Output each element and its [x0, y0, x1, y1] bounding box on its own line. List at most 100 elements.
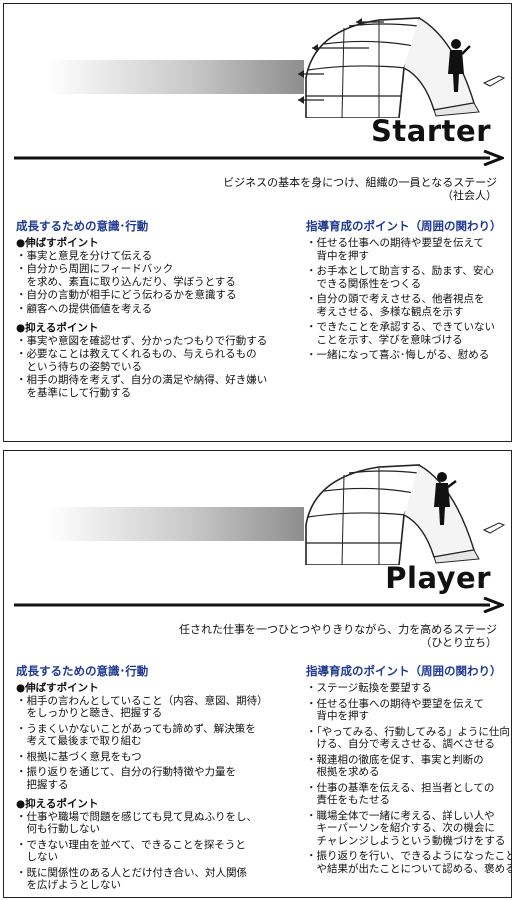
list-item: ・できたことを承認する、できていない ことを示す、学びを意味づける — [306, 321, 506, 346]
list-item-line: ・職場全体で一緒に考える、詳しい人や — [306, 809, 495, 822]
growth-actions-heading: 成長するための意識･行動 — [16, 219, 149, 233]
coaching-points-list: ・任せる仕事への期待や要望を伝えて 背中を押す ・お手本として助言する、励ます、… — [306, 237, 506, 362]
list-item-line: ・自分の頭で考えさせる、他者視点を — [306, 293, 485, 305]
list-item-line: 背中を押す — [306, 249, 369, 262]
stage-description-line: ビジネスの基本を身につけ、組織の一員となるステージ — [223, 176, 497, 189]
coaching-points-section: 指導育成のポイント（周囲の関わり） ・ステージ転換を要望する ・任せる仕事への期… — [306, 663, 512, 878]
list-item-line: 責任をもたせる — [306, 794, 390, 806]
list-item-line: ・うまくいかないことがあっても諦めず、解決策を — [16, 722, 256, 735]
list-item: ・「やってみる、行動してみる」ように仕向 ける、自分で考えさせる、調べさせる — [306, 725, 510, 751]
list-item-line: や結果が出たことについて認める、褒める — [306, 862, 512, 875]
list-item-line: ・事実と意見を分けて伝える — [16, 249, 153, 262]
list-item-line: という待ちの姿勢でいる — [16, 360, 142, 373]
list-item: ・根拠に基づく意見をもつ — [16, 751, 296, 764]
list-item-line: 把握する — [16, 778, 69, 791]
list-item: ・事実や意図を確認せず、分かったつもりで行動する — [16, 335, 296, 348]
coaching-points-list: ・ステージ転換を要望する ・任せる仕事への期待や要望を伝えて 背中を押す ・「や… — [306, 682, 512, 875]
list-item: ・事実と意見を分けて伝える — [16, 250, 296, 263]
list-item-line: ・仕事の基準を伝える、担当者としての — [306, 781, 495, 794]
list-item-line: 考えさせる、多様な観点を示す — [306, 305, 464, 318]
list-item: ・任せる仕事への期待や要望を伝えて 背中を押す — [306, 237, 506, 262]
list-item-line: ・ステージ転換を要望する — [306, 682, 432, 694]
stage-description: ビジネスの基本を身につけ、組織の一員となるステージ （社会人） — [223, 176, 497, 202]
list-item-line: ・自分から周囲にフィードバック — [16, 263, 174, 275]
list-item: ・一緒になって喜ぶ･悔しがる、慰める — [306, 349, 506, 362]
list-item-line: ・報連相の徹底を促す、事実と判断の — [306, 753, 484, 766]
list-item: ・ステージ転換を要望する — [306, 682, 506, 695]
list-item-line: ・事実や意図を確認せず、分かったつもりで行動する — [16, 334, 268, 347]
list-item: ・お手本として助言する、励ます、安心 できる関係性をつくる — [306, 265, 506, 290]
list-item-line: ・任せる仕事への期待や要望を伝えて — [306, 697, 484, 710]
list-item: ・うまくいかないことがあっても諦めず、解決策を 考えて最後まで取り組む — [16, 723, 296, 748]
progress-arrow — [14, 150, 504, 166]
list-item-line: ・必要なことは教えてくれるもの、与えられるもの — [16, 348, 257, 360]
stage-description: 任された仕事を一つひとつやりきりながら、力を高めるステージ （ひとり立ち） — [179, 623, 497, 649]
gradient-bar — [48, 507, 304, 541]
suppress-points-heading: ●抑えるポイント — [16, 322, 99, 334]
list-item: ・振り返りを通じて、自分の行動特徴や力量を 把握する — [16, 766, 296, 791]
list-item: ・振り返りを行い、できるようになったこと や結果が出たことについて認める、褒める — [306, 850, 512, 875]
list-item-line: しない — [16, 851, 58, 863]
suppress-points-list: ・事実や意図を確認せず、分かったつもりで行動する ・必要なことは教えてくれるもの… — [16, 335, 296, 400]
staircase-illustration — [298, 17, 506, 118]
growth-actions-heading: 成長するための意識･行動 — [16, 664, 149, 678]
list-item-line: 背中を押す — [306, 710, 369, 722]
list-item: ・職場全体で一緒に考える、詳しい人や キーパーソンを紹介する、次の機会に チャレ… — [306, 810, 506, 848]
list-item-line: キーパーソンを紹介する、次の機会に — [306, 822, 495, 834]
list-item-line: を広げようとしない — [16, 879, 121, 891]
list-item: ・顧客への提供価値を考える — [16, 303, 296, 316]
stage-title: Starter — [371, 114, 491, 148]
strengthen-points-heading: ●伸ばすポイント — [16, 682, 99, 694]
stage-title: Player — [385, 561, 491, 595]
list-item-line: ・お手本として助言する、励ます、安心 — [306, 265, 494, 277]
gradient-bar — [48, 60, 304, 94]
coaching-points-heading: 指導育成のポイント（周囲の関わり） — [306, 664, 502, 678]
list-item: ・任せる仕事への期待や要望を伝えて 背中を押す — [306, 698, 506, 723]
list-item-line: ・根拠に基づく意見をもつ — [16, 750, 142, 763]
list-item-line: 考えて最後まで取り組む — [16, 735, 142, 747]
list-item-line: ・振り返りを行い、できるようになったこと — [306, 850, 512, 862]
list-item-line: チャレンジしようという動機づけをする — [306, 834, 506, 847]
list-item-line: ・自分の言動が相手にどう伝わるかを意識する — [16, 289, 237, 301]
list-item: ・自分から周囲にフィードバック を求め、素直に取り込んだり、学ぼうとする — [16, 263, 296, 288]
list-item: ・仕事の基準を伝える、担当者としての 責任をもたせる — [306, 782, 506, 807]
suppress-points-list: ・仕事や職場で問題を感じても見て見ぬふりをし、 何も行動しない ・できない理由を… — [16, 811, 296, 892]
growth-actions-section: 成長するための意識･行動 ●伸ばすポイント ・相手の言わんとしていること（内容、… — [16, 663, 296, 895]
list-item-line: できる関係性をつくる — [306, 277, 422, 290]
list-item: ・自分の頭で考えさせる、他者視点を 考えさせる、多様な観点を示す — [306, 293, 506, 318]
stage-description-line: （社会人） — [442, 189, 497, 202]
coaching-points-heading: 指導育成のポイント（周囲の関わり） — [306, 219, 502, 233]
list-item: ・相手の期待を考えず、自分の満足や納得、好き嫌い を基準にして行動する — [16, 374, 296, 399]
coaching-points-section: 指導育成のポイント（周囲の関わり） ・任せる仕事への期待や要望を伝えて 背中を押… — [306, 218, 506, 365]
list-item-line: ・振り返りを通じて、自分の行動特徴や力量を — [16, 766, 236, 778]
list-item-line: ・既に関係性のある人とだけ付き合い、対人関係 — [16, 866, 247, 879]
list-item-line: 何も行動しない — [16, 823, 100, 835]
list-item-line: ・任せる仕事への期待や要望を伝えて — [306, 237, 484, 249]
list-item-line: ことを示す、学びを意味づける — [306, 333, 463, 346]
progress-arrow — [14, 597, 504, 613]
stage-panel-starter: Starter ビジネスの基本を身につけ、組織の一員となるステージ （社会人） … — [3, 3, 512, 442]
list-item-line: をしっかりと聴き、把握する — [16, 707, 163, 719]
list-item-line: を基準にして行動する — [16, 386, 132, 399]
list-item-line: ・顧客への提供価値を考える — [16, 302, 153, 315]
growth-actions-section: 成長するための意識･行動 ●伸ばすポイント ・事実と意見を分けて伝える ・自分か… — [16, 218, 296, 400]
list-item-line: ・仕事や職場で問題を感じても見て見ぬふりをし、 — [16, 810, 257, 823]
list-item-line: ・「やってみる、行動してみる」ように仕向 — [306, 725, 510, 738]
list-item: ・仕事や職場で問題を感じても見て見ぬふりをし、 何も行動しない — [16, 811, 296, 836]
stage-panel-player: Player 任された仕事を一つひとつやりきりながら、力を高めるステージ （ひと… — [3, 450, 512, 898]
strengthen-points-list: ・事実と意見を分けて伝える ・自分から周囲にフィードバック を求め、素直に取り込… — [16, 250, 296, 316]
list-item: ・自分の言動が相手にどう伝わるかを意識する — [16, 289, 296, 302]
stage-description-line: 任された仕事を一つひとつやりきりながら、力を高めるステージ — [178, 623, 497, 636]
stage-description-line: （ひとり立ち） — [420, 636, 497, 649]
list-item: ・相手の言わんとしていること（内容、意図、期待） をしっかりと聴き、把握する — [16, 695, 296, 720]
strengthen-points-list: ・相手の言わんとしていること（内容、意図、期待） をしっかりと聴き、把握する ・… — [16, 695, 296, 792]
list-item-line: ・できたことを承認する、できていない — [306, 321, 495, 333]
list-item-line: ・一緒になって喜ぶ･悔しがる、慰める — [306, 349, 490, 361]
list-item: ・既に関係性のある人とだけ付き合い、対人関係 を広げようとしない — [16, 867, 296, 892]
suppress-points-heading: ●抑えるポイント — [16, 798, 99, 810]
list-item-line: 根拠を求める — [306, 766, 380, 778]
strengthen-points-heading: ●伸ばすポイント — [16, 237, 99, 249]
staircase-illustration — [305, 464, 506, 565]
list-item: ・できない理由を並べて、できることを探そうと しない — [16, 839, 296, 864]
list-item: ・必要なことは教えてくれるもの、与えられるもの という待ちの姿勢でいる — [16, 348, 296, 373]
